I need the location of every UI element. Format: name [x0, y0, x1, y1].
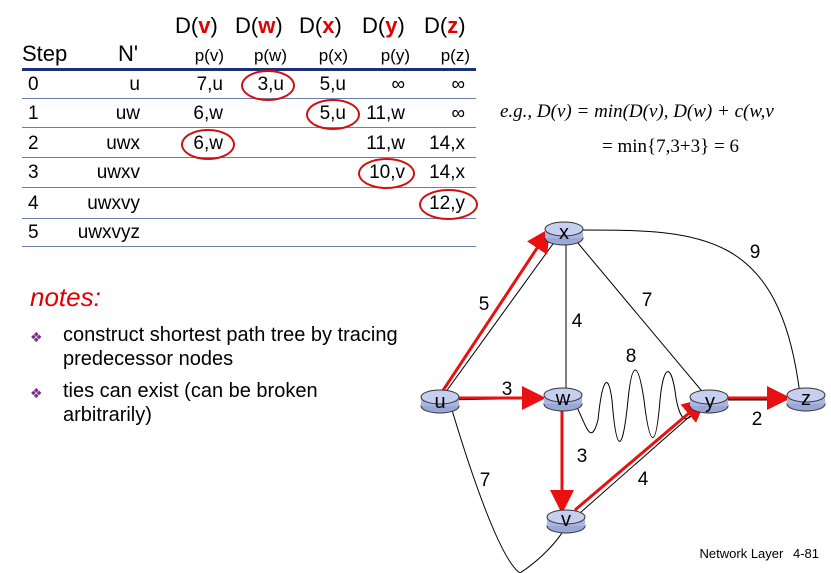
note-bullet-2: ❖ ties can exist (can be broken arbitrar… — [30, 379, 400, 429]
edge-label-xz: 9 — [750, 242, 761, 263]
edge-label-uv: 7 — [480, 470, 491, 491]
edge-u-v — [451, 409, 521, 573]
row-1-nprime: uw — [115, 103, 140, 124]
header-pw: p(w) — [253, 46, 287, 65]
node-label-v: v — [561, 509, 571, 531]
edge-v-y — [571, 401, 707, 521]
row-1-y: 11,w — [366, 103, 405, 124]
router-node-v — [546, 509, 586, 534]
row-2-nprime: uwx — [106, 133, 140, 154]
row-4-step: 4 — [28, 193, 39, 214]
header-py: p(y) — [380, 46, 410, 65]
header-dx: D(x) — [299, 13, 342, 38]
row-0-nprime: u — [129, 74, 140, 95]
node-label-x: x — [559, 222, 569, 244]
router-node-z — [786, 387, 826, 412]
edge-x-y — [571, 235, 707, 397]
row-1-step: 1 — [28, 103, 39, 124]
edge-label-yz: 2 — [752, 409, 763, 430]
row-3-nprime: uwxv — [96, 162, 140, 183]
footer: Network Layer 4-81 — [700, 546, 819, 561]
graph-edges — [439, 229, 801, 573]
row-2-step: 2 — [28, 133, 39, 154]
row-0-x: 5,u — [319, 74, 346, 95]
page-number: 4-81 — [792, 546, 819, 561]
row-3-z: 14,x — [429, 162, 465, 183]
router-node-w — [543, 387, 583, 412]
router-node-x — [544, 221, 584, 246]
edge-label-xw: 4 — [572, 311, 583, 332]
edge-label-ux: 5 — [479, 294, 490, 315]
header-rule — [22, 68, 476, 71]
edge-label-wv: 3 — [577, 446, 588, 467]
bullet-diamond-icon: ❖ — [30, 329, 43, 345]
node-label-y: y — [705, 391, 715, 413]
row-1-v: 6,w — [193, 103, 223, 124]
edge-label-vy: 4 — [638, 469, 649, 490]
header-pv: p(v) — [194, 46, 224, 65]
formula-line-2: = min{7,3+3} = 6 — [602, 136, 739, 157]
row-1-z: ∞ — [451, 103, 465, 124]
circle-row0-w — [241, 70, 295, 101]
row-4-nprime: uwxvy — [87, 193, 140, 214]
header-pz: p(z) — [440, 46, 470, 65]
router-node-y — [689, 389, 729, 414]
header-dv: D(v) — [175, 13, 218, 38]
header-dz: D(z) — [424, 13, 466, 38]
header-dw: D(w) — [235, 13, 283, 38]
circle-row1-x — [306, 99, 360, 130]
row-0-y: ∞ — [391, 74, 405, 95]
node-label-z: z — [801, 388, 811, 410]
tree-edge-u-x — [440, 227, 551, 393]
note-bullet-1: ❖ construct shortest path tree by tracin… — [30, 323, 400, 373]
edge-label-wy: 8 — [626, 346, 637, 367]
edge-x-z — [579, 229, 801, 396]
edge-label-xy: 7 — [642, 290, 653, 311]
row-5-nprime: uwxvyz — [77, 222, 140, 243]
header-dy: D(y) — [362, 13, 405, 38]
note-text-2: ties can exist (can be broken arbitraril… — [63, 380, 318, 426]
bullet-diamond-icon: ❖ — [30, 385, 43, 401]
edge-u-x — [439, 229, 564, 401]
footer-text: Network Layer — [699, 546, 784, 561]
node-label-w: w — [555, 388, 571, 410]
edge-label-uw: 3 — [502, 379, 513, 400]
row-5-step: 5 — [28, 222, 39, 243]
router-node-u — [420, 389, 460, 414]
row-0-z: ∞ — [451, 74, 465, 95]
edge-w-y-wavy — [573, 369, 703, 442]
shortest-path-tree — [440, 227, 791, 514]
circle-row4-z — [419, 189, 478, 220]
tree-edge-v-y — [574, 398, 707, 512]
circle-row2-v — [181, 129, 235, 160]
circle-row3-y — [358, 158, 415, 189]
row-2-y: 11,w — [366, 133, 405, 154]
note-text-1: construct shortest path tree by tracing … — [63, 324, 398, 370]
row-0-step: 0 — [28, 74, 39, 95]
node-label-u: u — [434, 391, 445, 413]
table-header-nprime: N' — [118, 41, 139, 66]
row-2-z: 14,x — [429, 133, 465, 154]
formula-line-1: e.g., D(v) = min(D(v), D(w) + c(w,v — [500, 101, 774, 122]
row-0-v: 7,u — [196, 74, 223, 95]
notes-title: notes: — [30, 282, 101, 312]
header-px: p(x) — [318, 46, 348, 65]
table-header-step: Step — [22, 41, 68, 66]
row-3-step: 3 — [28, 162, 39, 183]
